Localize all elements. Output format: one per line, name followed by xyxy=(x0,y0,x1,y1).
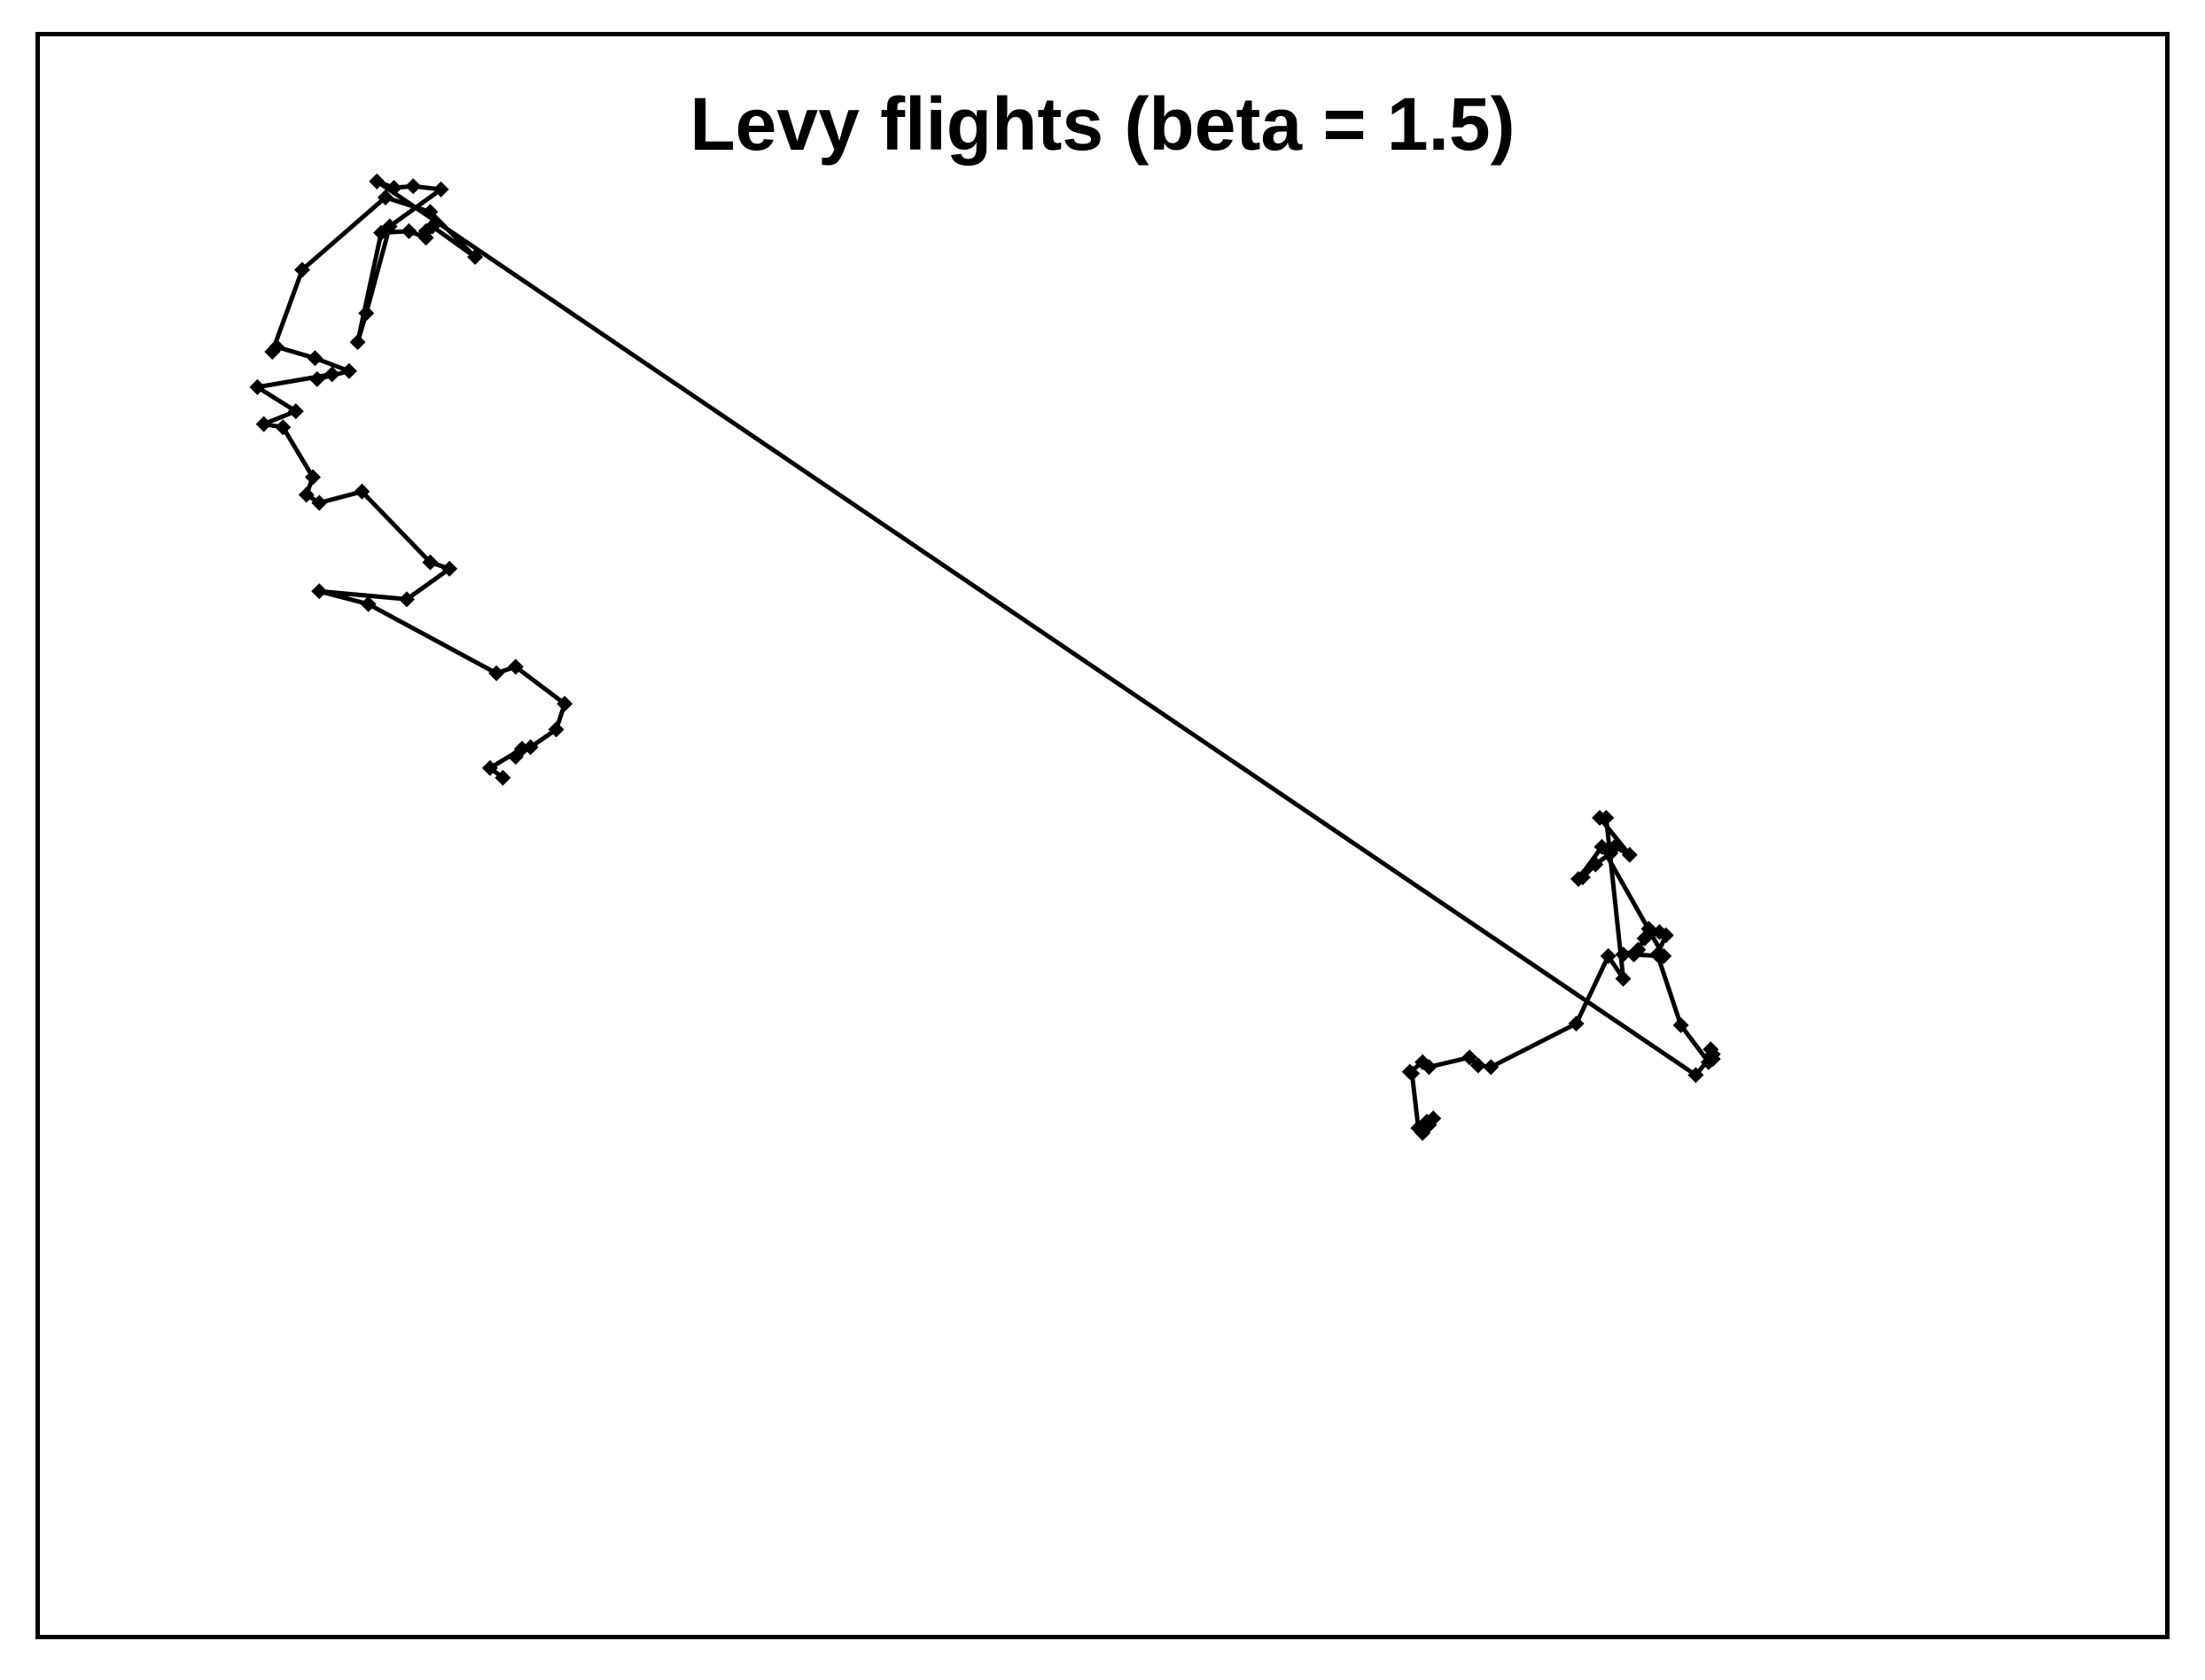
flight-point-marker xyxy=(249,378,266,395)
flight-point-marker xyxy=(358,305,375,322)
flight-point-marker xyxy=(1587,856,1604,873)
flight-point-marker xyxy=(369,173,386,190)
flight-point-marker xyxy=(381,218,398,235)
flight-point-marker xyxy=(298,486,315,503)
flight-point-marker xyxy=(1606,838,1623,855)
flight-point-marker xyxy=(522,739,539,756)
flight-point-marker xyxy=(1461,1049,1478,1066)
flight-point-marker xyxy=(360,595,377,612)
flight-point-marker xyxy=(401,222,417,239)
flight-path-line xyxy=(254,179,1716,1136)
flight-point-marker xyxy=(1651,923,1668,940)
flight-point-marker xyxy=(1469,1057,1486,1074)
flight-point-marker xyxy=(441,560,458,577)
flight-point-marker xyxy=(307,350,323,367)
flight-point-marker xyxy=(287,403,304,420)
flight-point-marker xyxy=(1421,1116,1438,1133)
flight-point-marker xyxy=(467,248,484,265)
flight-point-marker xyxy=(1600,948,1617,965)
series-layer xyxy=(249,173,1721,1141)
flight-point-marker xyxy=(507,749,524,766)
flight-point-marker xyxy=(1656,948,1672,965)
flight-point-marker xyxy=(294,261,310,278)
flight-point-marker xyxy=(1574,869,1591,886)
flight-point-marker xyxy=(311,494,328,511)
flight-point-marker xyxy=(1636,930,1653,947)
flight-point-marker xyxy=(1687,1067,1704,1084)
flight-point-marker xyxy=(398,591,415,608)
flight-point-marker xyxy=(481,759,498,776)
flight-point-marker xyxy=(1621,846,1638,863)
flight-point-marker xyxy=(1615,970,1632,987)
flight-point-marker xyxy=(323,366,340,383)
flight-point-marker xyxy=(1414,1054,1431,1070)
flight-point-marker xyxy=(305,469,322,486)
flight-point-marker xyxy=(1672,1017,1689,1034)
flight-point-marker xyxy=(1615,946,1632,963)
flight-point-marker xyxy=(422,554,439,571)
flight-point-marker xyxy=(1483,1059,1500,1076)
flight-point-marker xyxy=(405,178,422,195)
flight-point-marker xyxy=(495,769,511,786)
flight-point-marker xyxy=(1700,1054,1717,1070)
flight-point-marker xyxy=(377,189,393,206)
flight-point-marker xyxy=(1404,1065,1421,1082)
flight-point-marker xyxy=(255,416,272,432)
flight-point-marker xyxy=(308,370,325,387)
flight-point-marker xyxy=(354,483,370,500)
flight-point-marker xyxy=(488,665,505,681)
flight-point-marker xyxy=(264,343,281,360)
chart-title: Levy flights (beta = 1.5) xyxy=(690,82,1515,166)
flight-point-marker xyxy=(340,362,357,379)
plot-area-frame xyxy=(35,32,2170,1639)
flight-point-marker xyxy=(1625,946,1642,963)
flight-point-marker xyxy=(507,658,524,675)
flight-point-marker xyxy=(1568,1015,1585,1032)
flight-point-marker xyxy=(422,204,439,221)
flight-point-marker xyxy=(432,181,449,198)
flight-point-marker xyxy=(311,583,328,600)
flight-point-marker xyxy=(548,721,565,738)
flight-point-marker xyxy=(349,334,366,351)
flight-point-marker xyxy=(275,419,292,436)
flight-point-marker xyxy=(1598,810,1615,827)
flight-point-marker xyxy=(417,229,434,246)
flight-point-marker xyxy=(386,179,402,196)
flight-point-marker xyxy=(557,696,573,712)
